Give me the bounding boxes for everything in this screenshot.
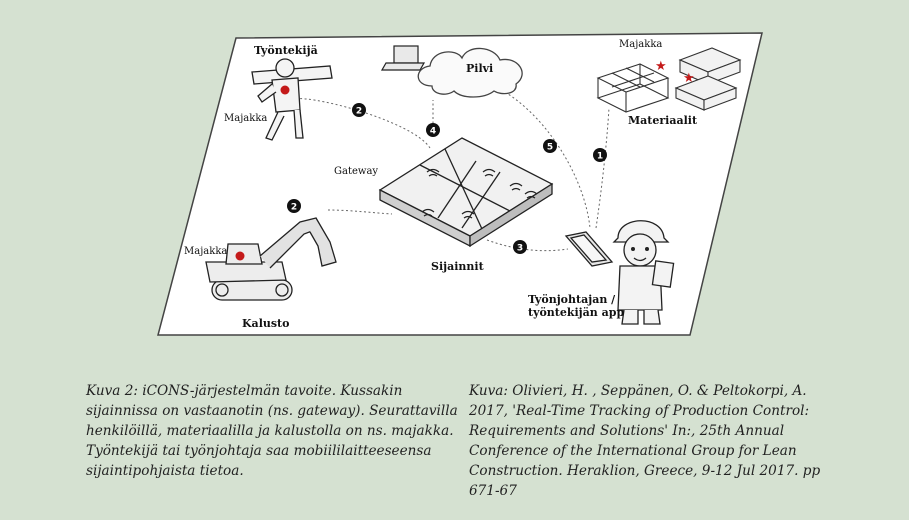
svg-text:★: ★ [655,59,667,74]
step-badge-3: 3 [513,240,527,254]
svg-text:1: 1 [597,152,603,162]
step-badge-2-equipment: 2 [287,199,301,213]
worker-figure [251,58,333,141]
svg-text:3: 3 [517,244,523,254]
step-badge-4: 4 [426,123,440,137]
svg-text:2: 2 [291,203,297,213]
cloud-icon [417,47,523,98]
phone-icon [564,231,614,267]
foreman-figure [612,220,675,325]
laptop-icon [380,45,426,71]
materials-beacon-label: Majakka [619,39,662,50]
building-floorplan [378,137,554,248]
iot-tracking-diagram: ★ ★ [157,32,763,336]
figure-source-citation: Kuva: Olivieri, H. , Seppänen, O. & Pelt… [469,383,821,499]
equipment-beacon-label: Majakka [184,246,227,257]
cloud-label: Pilvi [466,62,493,75]
gateway-label: Gateway [334,166,378,177]
step-badge-2-worker: 2 [352,103,366,117]
excavator-figure [205,217,337,301]
svg-text:4: 4 [430,127,436,137]
app-label-line2: työntekijän app [528,306,624,319]
svg-text:5: 5 [547,143,553,153]
figure-caption: Kuva 2: iCONS-järjestelmän tavoite. Kuss… [86,383,458,479]
step-badge-5: 5 [543,139,557,153]
equipment-label: Kalusto [242,317,289,330]
step-badges: 1 2 2 3 4 5 [287,103,607,254]
materials-label: Materiaalit [628,114,698,127]
step-badge-1: 1 [593,148,607,162]
materials-figure: ★ ★ [596,47,742,113]
worker-label: Työntekijä [254,44,318,57]
worker-beacon-label: Majakka [224,113,267,124]
app-label-line1: Työnjohtajan / [528,293,616,306]
svg-text:★: ★ [683,71,695,86]
svg-text:2: 2 [356,107,362,117]
locations-label: Sijainnit [431,260,485,273]
